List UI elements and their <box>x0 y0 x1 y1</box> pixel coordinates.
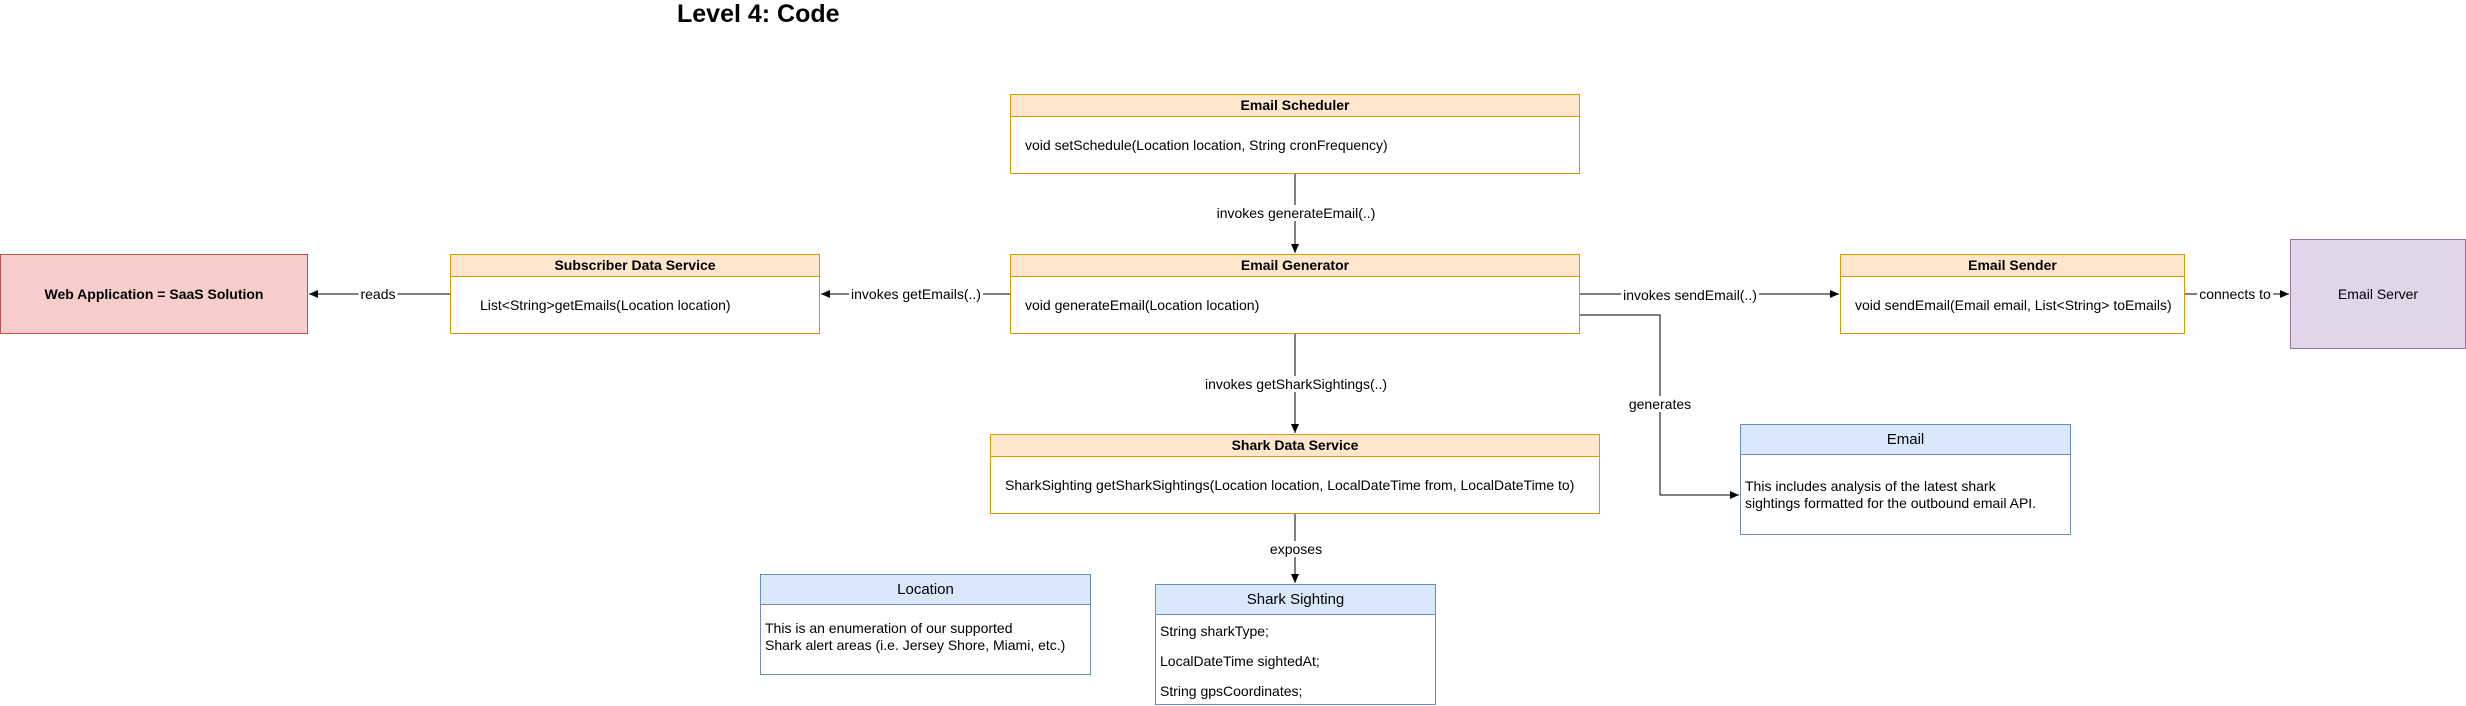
edge-label-invokes-shark: invokes getSharkSightings(..) <box>1202 376 1390 392</box>
shark-sighting-title: Shark Sighting <box>1156 585 1435 615</box>
subscriber-data-service-method: List<String>getEmails(Location location) <box>480 297 731 313</box>
email-server-box[interactable]: Email Server <box>2290 239 2466 349</box>
email-scheduler-method: void setSchedule(Location location, Stri… <box>1025 137 1388 153</box>
email-sender-title: Email Sender <box>1841 255 2184 277</box>
shark-sighting-field: String gpsCoordinates; <box>1160 683 1303 699</box>
email-note-title: Email <box>1741 425 2070 455</box>
shark-data-service-class[interactable]: Shark Data Service SharkSighting getShar… <box>990 434 1600 514</box>
web-application-box[interactable]: Web Application = SaaS Solution <box>0 254 308 334</box>
shark-sighting-field: String sharkType; <box>1160 623 1269 639</box>
email-sender-class[interactable]: Email Sender void sendEmail(Email email,… <box>1840 254 2185 334</box>
location-note[interactable]: Location This is an enumeration of our s… <box>760 574 1091 675</box>
subscriber-data-service-class[interactable]: Subscriber Data Service List<String>getE… <box>450 254 820 334</box>
email-note-line: This includes analysis of the latest sha… <box>1745 478 1996 494</box>
subscriber-data-service-title: Subscriber Data Service <box>451 255 819 277</box>
edge-label-connects-to: connects to <box>2197 286 2273 302</box>
edge-label-invokes-generate: invokes generateEmail(..) <box>1214 205 1378 221</box>
email-generator-method: void generateEmail(Location location) <box>1025 297 1260 313</box>
shark-sighting-field: LocalDateTime sightedAt; <box>1160 653 1320 669</box>
email-sender-method: void sendEmail(Email email, List<String>… <box>1855 297 2172 313</box>
email-note-line: sightings formatted for the outbound ema… <box>1745 495 2037 511</box>
edge-label-generates: generates <box>1626 396 1694 412</box>
location-note-title: Location <box>761 575 1090 605</box>
edge-label-exposes: exposes <box>1267 541 1325 557</box>
email-scheduler-title: Email Scheduler <box>1011 95 1579 117</box>
email-generator-title: Email Generator <box>1011 255 1579 277</box>
edge-label-invokes-get-emails: invokes getEmails(..) <box>849 286 983 302</box>
edge-label-invokes-send: invokes sendEmail(..) <box>1621 287 1759 303</box>
email-note[interactable]: Email This includes analysis of the late… <box>1740 424 2071 535</box>
edge-label-reads: reads <box>358 286 398 302</box>
email-scheduler-class[interactable]: Email Scheduler void setSchedule(Locatio… <box>1010 94 1580 174</box>
shark-data-service-title: Shark Data Service <box>991 435 1599 457</box>
shark-data-service-method: SharkSighting getSharkSightings(Location… <box>1005 477 1575 493</box>
location-note-line: This is an enumeration of our supported <box>765 620 1013 636</box>
email-generator-class[interactable]: Email Generator void generateEmail(Locat… <box>1010 254 1580 334</box>
page-title: Level 4: Code <box>677 0 840 28</box>
location-note-line: Shark alert areas (i.e. Jersey Shore, Mi… <box>765 637 1066 653</box>
shark-sighting-class[interactable]: Shark Sighting String sharkType; LocalDa… <box>1155 584 1436 705</box>
